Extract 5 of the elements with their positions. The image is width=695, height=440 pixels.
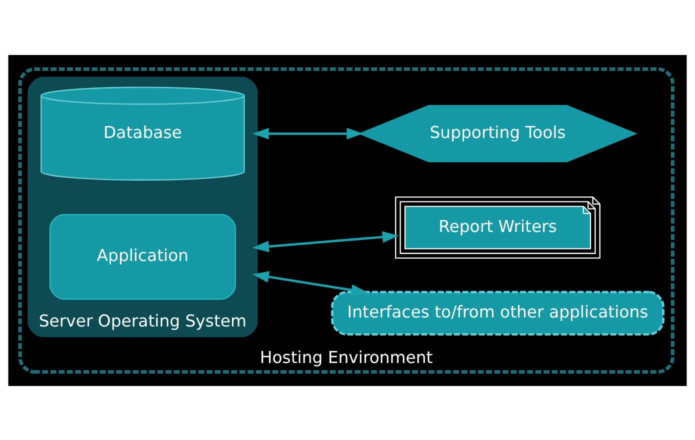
arrow	[252, 230, 399, 252]
node-box: Interfaces to/from other applications	[331, 290, 664, 336]
arrow	[252, 270, 368, 296]
arrow	[252, 127, 364, 139]
node-box: Application	[49, 214, 236, 300]
